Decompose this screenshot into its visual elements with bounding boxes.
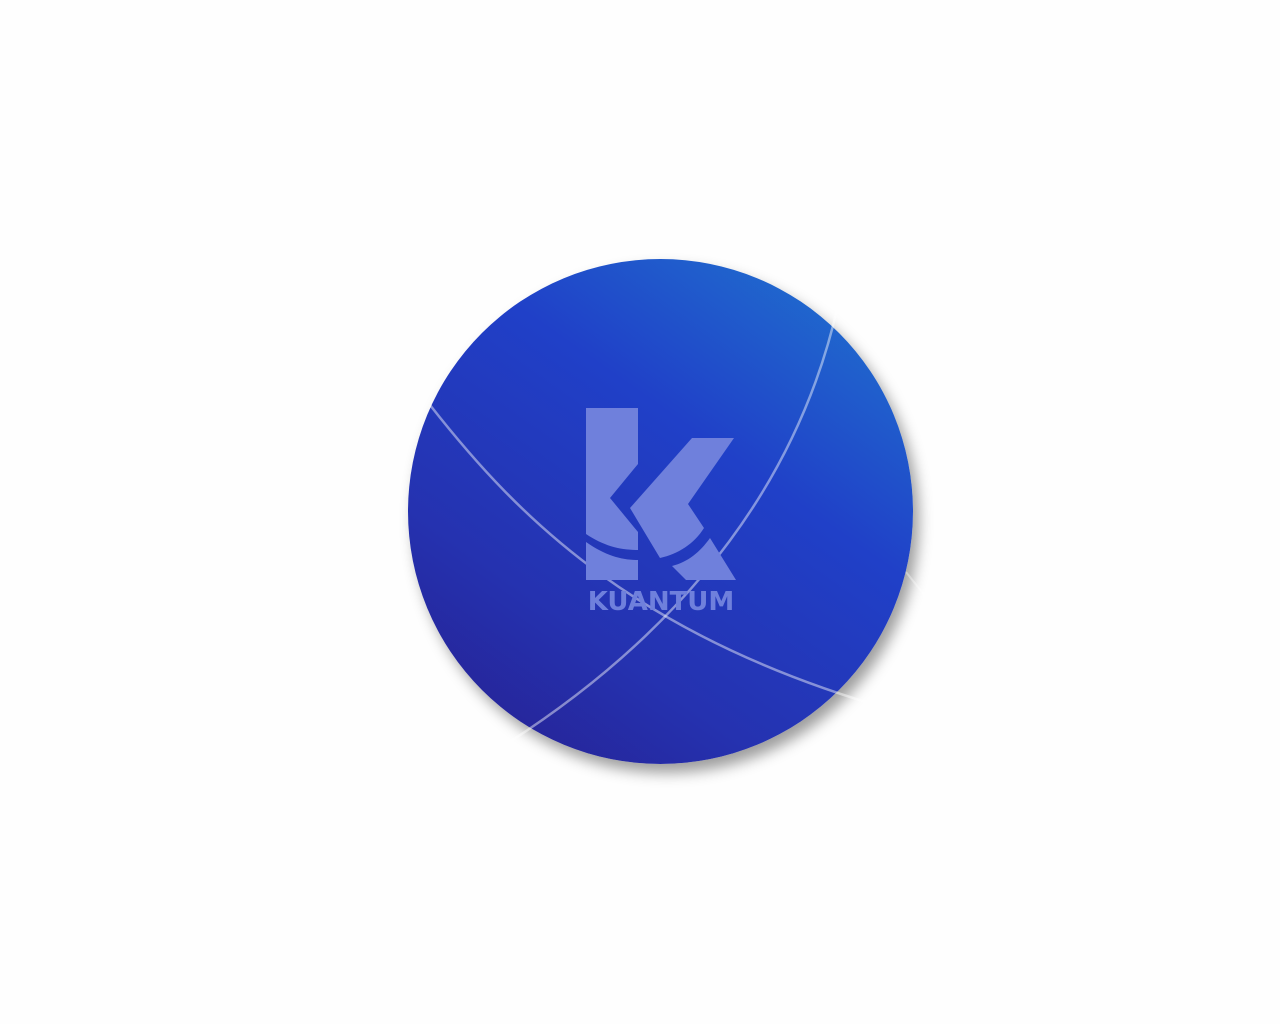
brand-wordmark: KUANTUM [587, 587, 735, 617]
kuantum-k-logo-icon [586, 408, 736, 580]
arc-glint-2 [861, 724, 867, 741]
arc-glint-1 [905, 571, 935, 611]
